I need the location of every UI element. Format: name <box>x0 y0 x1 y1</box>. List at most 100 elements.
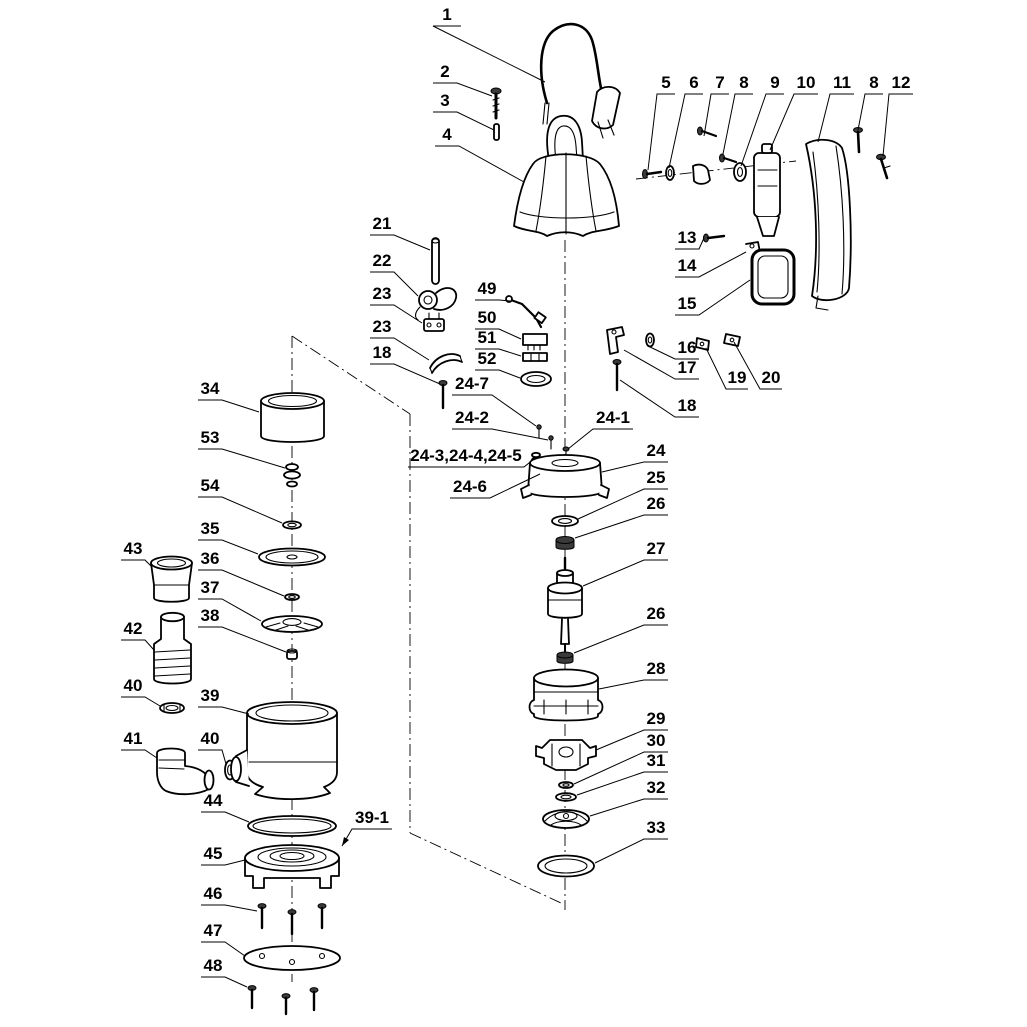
part-label-47: 47 <box>201 921 246 957</box>
washer-54 <box>282 520 302 530</box>
part-label-20: 20 <box>733 341 782 390</box>
part-label-46: 46 <box>201 884 258 912</box>
pin-3 <box>493 123 500 141</box>
impeller-32 <box>542 809 590 829</box>
diffuser-plate-37 <box>261 615 323 633</box>
part-number: 12 <box>892 73 911 92</box>
part-number: 40 <box>201 729 220 748</box>
part-number: 50 <box>478 308 497 327</box>
part-label-33: 33 <box>594 818 668 864</box>
part-label-35: 35 <box>198 519 259 555</box>
spacer-26b <box>556 651 574 664</box>
part-number: 4 <box>442 125 452 144</box>
part-number: 24-6 <box>453 477 487 496</box>
part-number: 23 <box>373 284 392 303</box>
part-number: 28 <box>647 659 666 678</box>
part-number: 7 <box>715 73 724 92</box>
part-number: 24-7 <box>455 374 489 393</box>
washer-6 <box>665 165 675 181</box>
rotor-27 <box>547 556 583 655</box>
part-label-32: 32 <box>589 778 668 817</box>
part-number: 9 <box>770 73 779 92</box>
part-label-53: 53 <box>198 428 286 469</box>
spacer-26a <box>555 536 575 550</box>
clamp-23b <box>429 353 463 374</box>
part-number: 53 <box>201 428 220 447</box>
part-number: 38 <box>201 606 220 625</box>
part-label-30: 30 <box>573 731 668 785</box>
nut-40a <box>159 702 185 714</box>
insert-38 <box>286 648 298 660</box>
pump-housing-39 <box>230 701 338 800</box>
screws-48 <box>247 985 319 1016</box>
part-label-29: 29 <box>595 709 668 751</box>
part-number: 24 <box>647 441 666 460</box>
part-label-1: 1 <box>432 5 546 83</box>
part-label-4: 4 <box>435 125 525 183</box>
power-cord <box>539 22 604 125</box>
part-label-48: 48 <box>201 956 248 988</box>
washer-25 <box>551 515 579 527</box>
part-label-39-1: 39-1 <box>341 808 392 847</box>
part-number: 23 <box>373 317 392 336</box>
screw-18r <box>612 359 622 392</box>
part-label-52: 52 <box>475 349 521 379</box>
part-number: 46 <box>204 884 223 903</box>
part-label-40a: 40 <box>121 676 161 707</box>
part-number: 39 <box>201 686 220 705</box>
part-number: 49 <box>478 279 497 298</box>
screw-13 <box>703 233 726 243</box>
part-label-2: 2 <box>433 62 493 97</box>
part-number: 44 <box>204 791 223 810</box>
part-label-24-6: 24-6 <box>450 473 541 499</box>
part-number: 24-2 <box>455 408 489 427</box>
bracket-17 <box>606 326 625 355</box>
part-label-34: 34 <box>198 379 260 413</box>
part-label-19: 19 <box>705 347 748 390</box>
part-number: 31 <box>647 751 666 770</box>
part-number: 8 <box>869 73 878 92</box>
terminal-51 <box>522 352 548 362</box>
part-label-6: 6 <box>668 73 703 169</box>
part-number: 14 <box>678 256 697 275</box>
part-label-25: 25 <box>577 468 668 520</box>
pin-21 <box>431 237 440 285</box>
part-label-13: 13 <box>675 228 705 250</box>
part-label-54: 54 <box>198 476 283 524</box>
screw-8b <box>853 127 863 154</box>
part-number: 10 <box>797 73 816 92</box>
part-label-26b: 26 <box>573 604 668 654</box>
part-number: 11 <box>833 73 851 92</box>
part-label-7: 7 <box>703 73 729 137</box>
part-number: 18 <box>373 343 392 362</box>
clamp-23a <box>423 312 445 332</box>
part-number: 24-3,24-4,24-5 <box>410 446 522 465</box>
fastener-set-53 <box>283 463 301 488</box>
motor-cap <box>513 152 620 237</box>
part-number: 17 <box>678 358 697 377</box>
washer-16 <box>645 332 655 348</box>
base-45 <box>244 844 340 889</box>
carry-handle <box>546 114 584 161</box>
switch-cam-9 <box>692 162 747 185</box>
clip-20 <box>723 333 741 347</box>
part-number: 36 <box>201 549 220 568</box>
part-label-18l: 18 <box>370 343 441 385</box>
part-number: 39-1 <box>355 808 389 827</box>
part-number: 26 <box>647 494 666 513</box>
part-label-38: 38 <box>198 606 287 653</box>
part-label-14: 14 <box>675 251 747 278</box>
part-label-8a: 8 <box>722 73 753 155</box>
part-label-49: 49 <box>475 279 511 302</box>
part-label-41: 41 <box>121 729 158 759</box>
part-number: 29 <box>647 709 666 728</box>
motor-top-cover-24 <box>520 454 610 499</box>
part-number: 20 <box>762 368 781 387</box>
plate-35 <box>258 547 326 567</box>
elbow-41 <box>156 747 215 796</box>
seal-ring-33 <box>537 854 595 878</box>
part-number: 37 <box>201 578 220 597</box>
part-label-15: 15 <box>675 279 751 316</box>
